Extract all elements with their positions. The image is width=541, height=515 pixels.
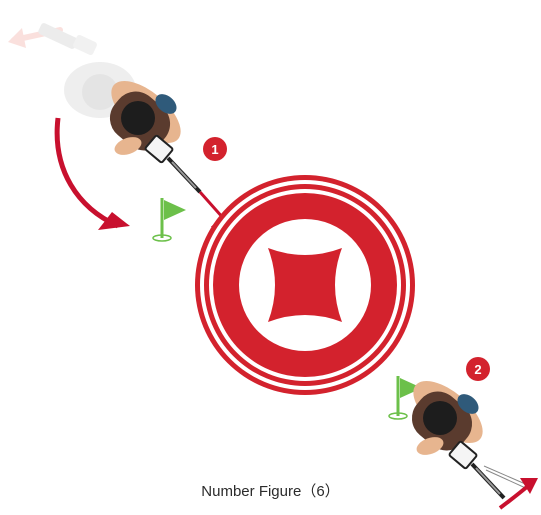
step-2-label: 2 [474,362,481,377]
step-badge-1: 1 [203,137,227,161]
step-badge-2: 2 [466,357,490,381]
flag-1-icon [153,198,186,241]
putter-1-icon [145,135,200,192]
figure-caption: Number Figure（6） [0,480,541,501]
target-x-icon [268,248,342,322]
target-icon [195,175,415,395]
golfer-2-icon [403,370,530,498]
curved-motion-arrow-icon [57,118,118,226]
step-1-label: 1 [211,142,218,157]
golfer-1-icon [101,70,200,192]
